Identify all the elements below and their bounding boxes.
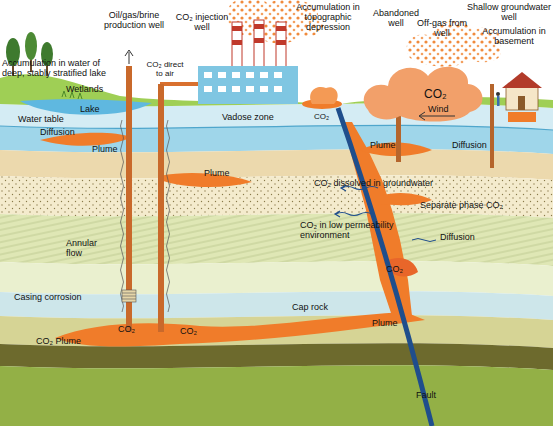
label-text: CO₂ [180, 326, 197, 336]
label-text: Accumulation in topographic depression [284, 2, 372, 32]
label-text: Plume [92, 144, 118, 154]
label-text: CO₂ injection well [170, 12, 234, 32]
label-text: Casing corrosion [14, 292, 82, 302]
label-text: Plume [370, 140, 396, 150]
shallow-well [490, 84, 494, 168]
label-text: Separate phase CO₂ [420, 200, 503, 210]
label-text: Plume [204, 168, 230, 178]
annular-flow [121, 120, 124, 312]
label-text: Off-gas from well [416, 18, 468, 38]
co2-pipe [162, 84, 198, 96]
label-text: Lake [80, 104, 100, 114]
label-text: Plume [372, 318, 398, 328]
diffusion-arrows [412, 239, 436, 242]
dotted-layer-texture [0, 175, 553, 218]
striped-layer-texture [0, 213, 553, 266]
injection-well [158, 84, 164, 332]
dissolved-arrows [335, 185, 378, 217]
label-text: CO₂ [314, 112, 329, 121]
base-layer [0, 365, 553, 426]
dark-layer [0, 343, 553, 370]
label-text: Accumulation in basement [476, 26, 552, 46]
label-text: Oil/gas/brine production well [98, 10, 170, 30]
label-text: Diffusion [40, 127, 75, 137]
label-text: CO₂ dissolved in groundwater [314, 178, 433, 188]
label-text: CO₂ Plume [36, 336, 81, 346]
label-text: Diffusion [452, 140, 487, 150]
pale-layer [0, 261, 553, 296]
label-text: CO₂ [118, 324, 135, 334]
label-text: Cap rock [292, 302, 328, 312]
label-text: Diffusion [440, 232, 475, 242]
depression-co2 [310, 87, 338, 104]
label-text: CO₂ in low permeability environment [300, 220, 410, 240]
striped-layer [0, 213, 553, 266]
label-text: Wetlands [66, 84, 103, 94]
plume-reservoir [55, 312, 425, 346]
air-arrow [125, 50, 133, 64]
casing-corrosion [122, 290, 136, 302]
co2-cloud [364, 67, 483, 122]
label-text: Vadose zone [222, 112, 274, 122]
tan-layer [0, 149, 553, 180]
label-text: Shallow groundwater well [466, 2, 552, 22]
label-text: Annular flow [66, 238, 100, 258]
label-text: CO₂ direct to air [144, 60, 186, 78]
aquifer-layer [0, 125, 553, 154]
label-text: Wind [428, 104, 449, 114]
water-table-line [0, 125, 553, 130]
label-text: Fault [416, 390, 436, 400]
label-text: Abandoned well [370, 8, 422, 28]
label-text: CO₂ [386, 264, 403, 274]
annular-flow [167, 120, 170, 312]
label-text: CO₂ [424, 88, 447, 101]
label-text: Accumulation in water of deep, stably st… [2, 58, 120, 78]
dotted-layer [0, 175, 553, 218]
label-text: Water table [18, 114, 64, 124]
house [496, 72, 542, 122]
cap-rock-layer [0, 291, 553, 320]
fault-line [338, 108, 432, 426]
lake [20, 99, 152, 115]
